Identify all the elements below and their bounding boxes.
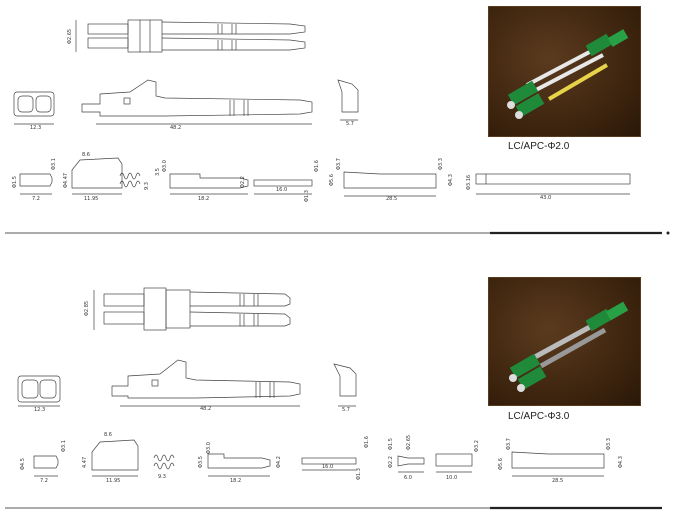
- dim-boot-tail: Φ3.3: [438, 158, 444, 170]
- dim-boot-len: 28.5: [386, 196, 397, 202]
- dim-adapter-width-2: 12.3: [34, 407, 45, 413]
- dim-boot-dia2-2: Φ5.6: [498, 458, 504, 470]
- dim-boot-tail-2: Φ3.3: [606, 438, 612, 450]
- product-photo-1: [488, 6, 641, 137]
- dim-housing-top: 8.6: [82, 152, 90, 158]
- dim-body-c-2: Φ4.2: [276, 456, 282, 468]
- dim-tube-len: 16.0: [276, 187, 287, 193]
- dim-plug-top-dia: Φ2.65: [67, 29, 73, 44]
- dim-housing-h: Φ4.47: [63, 173, 69, 188]
- dim-housing-len: 11.95: [84, 196, 98, 202]
- duplex-plug-top-view: [75, 19, 306, 53]
- divider-end-dot: [666, 231, 670, 235]
- dim-tube-dia: Φ1.6: [314, 160, 320, 172]
- plug-side-view-2: [111, 359, 301, 407]
- dim-crimp-c: Φ2.2: [388, 456, 394, 468]
- dim-clip-width-2: 5.7: [342, 407, 350, 413]
- dim-crimp-a: Φ1.5: [388, 438, 394, 450]
- clip-view: [337, 79, 359, 121]
- dim-ferrule-dia: Φ3.1: [51, 158, 57, 170]
- dim-ferrule-dia-2: Φ3.1: [61, 440, 67, 452]
- dim-boot-tail2-2: Φ4.3: [618, 456, 624, 468]
- dim-ferrule-small-2: Φ4.5: [20, 458, 26, 470]
- parts-row-1: [19, 157, 631, 197]
- dim-crimp-b: Φ2.65: [406, 435, 412, 450]
- drawing-section-1: Φ2.65 12.3 48.2 5.7 Φ3.1 Φ1.5 7.2 8.6 Φ4…: [5, 19, 670, 235]
- dim-plug-length: 48.2: [170, 125, 181, 131]
- dim-clip-width: 5.7: [346, 121, 354, 127]
- dim-spring-len: 9.3: [144, 182, 150, 190]
- dim-boot-len-2: 28.5: [552, 478, 563, 484]
- adapter-front-view-2: [17, 375, 61, 407]
- connector-photo-graphic: [507, 29, 629, 119]
- dim-body-b-2: Φ3.0: [206, 442, 212, 454]
- dim-boot-dia-2: Φ3.7: [506, 438, 512, 450]
- caption-section-1: LC/APC-Φ2.0: [508, 141, 570, 152]
- dim-body-len-2: 18.2: [230, 478, 241, 484]
- dim-sleeve-dia: Φ3.2: [474, 440, 480, 452]
- dim-body-len: 18.2: [198, 196, 209, 202]
- dim-plug-length-2: 48.2: [200, 406, 211, 412]
- dim-ferrule-len: 7.2: [32, 196, 40, 202]
- dim-plug-top-dia-2: Φ2.85: [84, 301, 90, 316]
- clip-view-2: [333, 363, 357, 407]
- dim-housing-top-2: 8.6: [104, 432, 112, 438]
- dim-tube-dia2-2: Φ1.3: [356, 468, 362, 480]
- dim-cable-len: 43.0: [540, 195, 551, 201]
- product-photo-2: [488, 277, 641, 406]
- dim-tube-len-2: 16.0: [322, 464, 333, 470]
- dim-boot-dia2: Φ5.6: [329, 174, 335, 186]
- dim-housing-len-2: 11.95: [106, 478, 120, 484]
- dim-body-a: 3.5: [155, 168, 161, 176]
- drawing-section-2: Φ2.85 12.3 48.2 5.7 Φ3.1 Φ4.5 7.2 8.6 4.…: [5, 287, 662, 510]
- dim-body-a-2: Φ3.5: [198, 456, 204, 468]
- dim-boot-dia: Φ3.7: [336, 158, 342, 170]
- parts-row-2: [33, 439, 605, 477]
- duplex-plug-top-view-2: [93, 287, 291, 331]
- plug-side-view: [81, 79, 313, 125]
- dim-spring-len-2: 9.3: [158, 474, 166, 480]
- dim-crimp-len: 6.0: [404, 475, 412, 481]
- dim-boot-tail2: Φ4.3: [448, 174, 454, 186]
- dim-body-b: Φ3.0: [162, 160, 168, 172]
- connector-photo-graphic-2: [509, 301, 629, 392]
- dim-ferrule-len-2: 7.2: [40, 478, 48, 484]
- dim-ferrule-small: Φ1.5: [12, 176, 18, 188]
- dim-adapter-width: 12.3: [30, 125, 41, 131]
- caption-section-2: LC/APC-Φ3.0: [508, 411, 570, 422]
- dim-body-c: Φ2.2: [240, 176, 246, 188]
- dim-cable-dia: Φ3.16: [466, 175, 472, 190]
- dim-tube-dia-2: Φ1.6: [364, 436, 370, 448]
- dim-tube-dia2: Φ1.3: [304, 190, 310, 202]
- dim-housing-h-2: 4.47: [82, 457, 88, 468]
- adapter-front-view: [13, 91, 55, 125]
- dim-sleeve-len: 10.0: [446, 475, 457, 481]
